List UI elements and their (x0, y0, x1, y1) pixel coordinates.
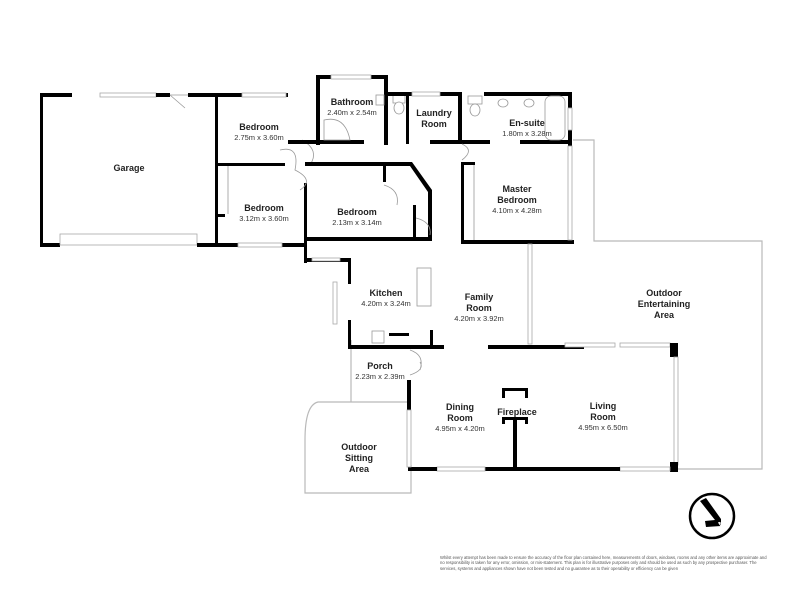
wall (348, 320, 351, 348)
wall (305, 237, 432, 241)
wall (156, 93, 170, 97)
window (564, 342, 616, 348)
window (411, 91, 441, 97)
window (673, 356, 679, 466)
fireplace-hood (502, 388, 528, 398)
wall (389, 333, 409, 336)
wall (40, 93, 43, 247)
room-label-garage: Garage (113, 163, 145, 173)
window (567, 107, 573, 131)
window (330, 74, 372, 80)
window (436, 466, 486, 472)
window (237, 242, 283, 248)
wall (215, 163, 285, 166)
door (383, 184, 431, 236)
room-label-bathroom: Bathroom 2.40m x 2.54m (327, 97, 377, 117)
wall (461, 162, 464, 242)
wall (461, 240, 574, 244)
room-label-bedroom-1: Bedroom 2.75m x 3.60m (234, 122, 284, 142)
wall (384, 75, 388, 145)
wall (383, 162, 386, 182)
basin (523, 98, 535, 108)
wall (413, 205, 416, 240)
wall (304, 183, 307, 263)
wall (484, 92, 572, 96)
outdoor-entertaining-outline (573, 139, 763, 470)
wall (670, 462, 678, 472)
wall (215, 214, 225, 217)
room-label-laundry: Laundry Room (416, 108, 452, 129)
wall (406, 92, 409, 144)
window (241, 92, 287, 98)
compass-letter: N (717, 518, 727, 529)
wall (520, 140, 572, 144)
window (332, 281, 338, 325)
room-label-porch: Porch 2.23m x 2.39m (355, 361, 405, 381)
north-arrow-icon: N (688, 492, 736, 540)
sink (416, 267, 432, 307)
vanity (375, 94, 385, 106)
wall (288, 140, 364, 144)
wall (305, 162, 385, 166)
toilet-cistern (467, 95, 483, 105)
wall (40, 243, 60, 247)
wall (513, 420, 517, 468)
wall (348, 262, 351, 284)
window (619, 342, 671, 348)
window (311, 257, 341, 262)
window (527, 243, 533, 345)
room-label-dining-room: Dining Room 4.95m x 4.20m (435, 402, 485, 433)
door (461, 143, 469, 161)
wall (407, 380, 411, 410)
window (99, 92, 157, 98)
room-label-kitchen: Kitchen 4.20m x 3.24m (361, 288, 411, 308)
wall (316, 75, 320, 145)
wall (40, 93, 72, 97)
window (619, 466, 671, 472)
door (169, 94, 188, 109)
toilet (393, 101, 405, 115)
garage-door (59, 233, 198, 246)
wall (383, 162, 432, 240)
room-label-ensuite: En-suite 1.80m x 3.28m (502, 118, 552, 138)
wall (430, 140, 490, 144)
room-label-fireplace: Fireplace (497, 407, 537, 417)
basin (497, 98, 509, 108)
wall (430, 330, 433, 348)
wall (408, 467, 437, 471)
room-label-bedroom-2: Bedroom 3.12m x 3.60m (239, 203, 289, 223)
outdoor-sitting-outline (304, 401, 412, 494)
room-label-family-room: Family Room 4.20m x 3.92m (454, 292, 504, 323)
window (567, 145, 573, 241)
room-label-outdoor-entertaining: Outdoor Entertaining Area (637, 288, 691, 320)
shower (323, 118, 351, 141)
cooktop (371, 330, 385, 344)
room-label-bedroom-3: Bedroom 2.13m x 3.14m (332, 207, 382, 227)
wall (670, 343, 678, 357)
room-label-master-bedroom: Master Bedroom 4.10m x 4.28m (492, 184, 542, 215)
wall (188, 93, 288, 97)
wall (458, 92, 462, 144)
door (409, 349, 422, 376)
toilet (469, 103, 481, 117)
bathtub (544, 95, 566, 141)
fireplace-base (502, 417, 528, 424)
wall (461, 162, 475, 165)
disclaimer-text: Whilst every attempt has been made to en… (440, 555, 767, 571)
room-label-living-room: Living Room 4.95m x 6.50m (578, 401, 628, 432)
wall (197, 243, 218, 247)
wall (215, 95, 218, 247)
room-label-outdoor-sitting: Outdoor Sitting Area (341, 442, 377, 474)
window (406, 409, 412, 468)
wall (485, 467, 620, 471)
wall (348, 345, 444, 349)
wall (488, 345, 584, 349)
